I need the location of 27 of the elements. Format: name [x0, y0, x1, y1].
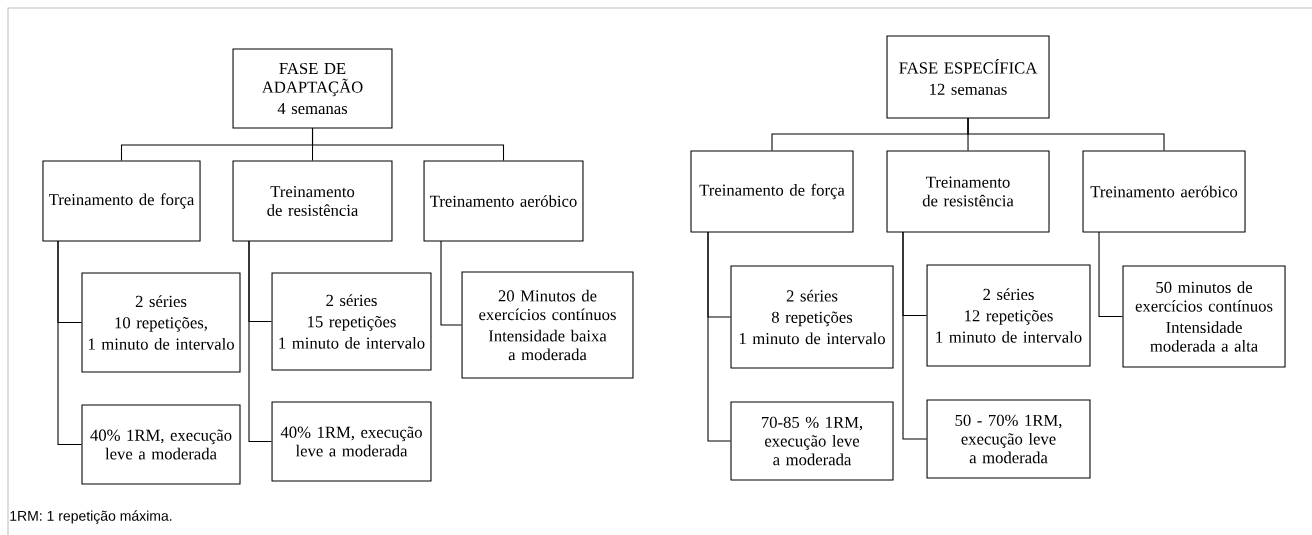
connector-line	[902, 231, 928, 440]
footnote: 1RM: 1 repetição máxima.	[10, 510, 172, 524]
training-box: Treinamento de força	[42, 160, 201, 242]
detail-box: 2 séries 10 repetições, 1 minuto de intervalo	[81, 272, 241, 373]
training-box: Treinamento aeróbico	[1082, 150, 1246, 233]
connector-line	[967, 117, 1165, 151]
connector-line	[311, 127, 505, 161]
connector-line	[1098, 231, 1123, 318]
detail-box: 50 - 70% 1RM, execução leve a moderada	[926, 399, 1091, 479]
detail-box: 2 séries 12 repetições 1 minuto de intervalo	[926, 264, 1091, 367]
training-box: Treinamento aeróbico	[423, 160, 584, 242]
detail-box: 40% 1RM, execução leve a moderada	[81, 404, 241, 485]
connector-line	[440, 240, 463, 326]
training-box: Treinamento de força	[690, 150, 854, 233]
detail-box: 50 minutos de exercícios contínuos Intensidade moderada a alta	[1122, 265, 1286, 368]
phase-box: FASE ESPECÍFICA 12 semanas	[886, 35, 1050, 119]
detail-box: 2 séries 8 repetições 1 minuto de intervalo	[730, 265, 894, 369]
detail-box: 40% 1RM, execução leve a moderada	[271, 401, 432, 482]
detail-box: 70-85 % 1RM, execução leve a moderada	[730, 401, 894, 481]
detail-box: 20 Minutos de exercícios contínuos Intensidade baixa a moderada	[461, 271, 634, 379]
connector-line	[248, 240, 273, 443]
training-box: Treinamento de resistência	[232, 160, 393, 242]
connector-line	[707, 231, 731, 442]
connector-line	[57, 240, 82, 446]
detail-box: 2 séries 15 repetições 1 minuto de intervalo	[271, 272, 432, 371]
phase-box: FASE DE ADAPTAÇÃO 4 semanas	[232, 48, 393, 129]
training-box: Treinamento de resistência	[886, 150, 1050, 233]
